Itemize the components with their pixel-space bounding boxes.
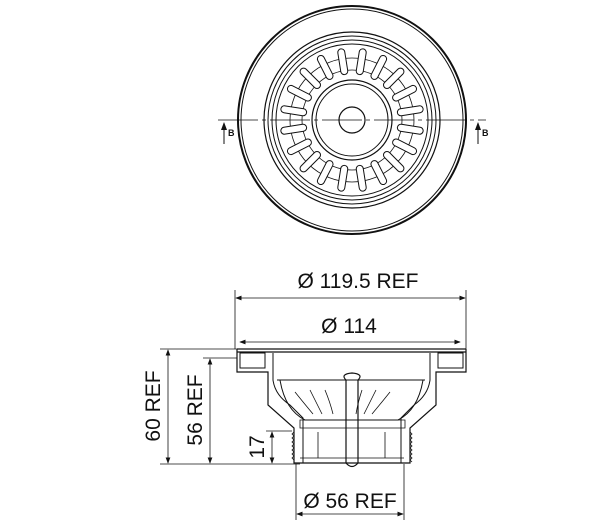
body-outline	[267, 383, 437, 464]
drain-slot	[370, 54, 388, 80]
body-inner-wall	[272, 353, 431, 463]
dim-outlet-diameter: Ø 56 REF	[303, 490, 396, 513]
thread	[291, 431, 413, 463]
flange-gasket	[239, 352, 464, 369]
drain-slot	[299, 67, 321, 89]
drain-slot	[337, 164, 349, 192]
drain-slot	[299, 151, 321, 173]
drain-slot	[383, 151, 405, 173]
drain-slot	[355, 48, 367, 76]
drain-slot	[392, 138, 418, 156]
drain-slot	[280, 105, 308, 117]
drain-slot	[383, 67, 405, 89]
dim-thread-height: 17	[246, 435, 269, 458]
drain-slot	[392, 84, 418, 102]
dim-rim-diameter: Ø 114	[321, 315, 377, 338]
drain-slot	[396, 123, 424, 135]
dim-outer-diameter: Ø 119.5 REF	[298, 270, 419, 293]
drain-slot	[337, 48, 349, 76]
outlet-detail	[300, 432, 404, 459]
section-label-left: B	[228, 128, 235, 138]
dim-body-height: 56 REF	[184, 374, 207, 445]
basket-slots	[294, 389, 406, 429]
flange-outline	[236, 348, 467, 383]
drain-slot	[280, 123, 308, 135]
dim-total-height: 60 REF	[142, 370, 165, 441]
top-view: B B	[218, 5, 489, 235]
drain-slot	[355, 164, 367, 192]
drain-slot	[396, 105, 424, 117]
center-stem	[343, 372, 361, 468]
drain-slots	[280, 48, 424, 192]
drain-slot	[286, 138, 312, 156]
side-view: Ø 119.5 REF Ø 114 60 REF 56 REF 17 Ø 56 …	[142, 270, 467, 520]
drain-slot	[286, 84, 312, 102]
drain-slot	[370, 160, 388, 186]
section-label-right: B	[482, 128, 489, 138]
drain-slot	[316, 160, 334, 186]
drain-slot	[316, 54, 334, 80]
